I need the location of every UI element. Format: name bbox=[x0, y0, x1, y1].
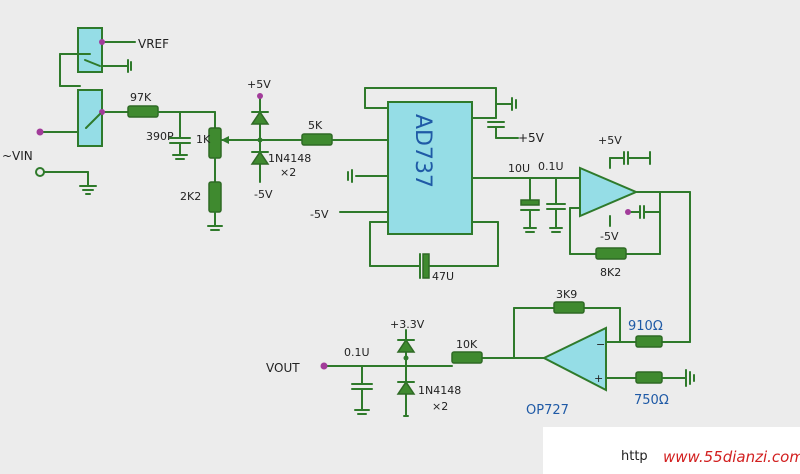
r-750-label: 750Ω bbox=[634, 393, 669, 408]
vref-pin bbox=[99, 39, 105, 45]
vref-trimmer bbox=[59, 27, 136, 87]
capacitor-01u-out bbox=[320, 362, 453, 415]
minus5v-top-label: -5V bbox=[254, 188, 273, 201]
potentiometer-1k bbox=[208, 127, 261, 183]
c-10u-label: 10U bbox=[508, 162, 530, 175]
buffer-opamp bbox=[569, 151, 691, 255]
diode-out-label: 1N4148 bbox=[418, 384, 461, 397]
input-pin bbox=[36, 128, 44, 136]
r-910-label: 910Ω bbox=[628, 319, 663, 334]
output-clamp-diodes bbox=[396, 329, 416, 417]
vref-label: VREF bbox=[138, 37, 169, 51]
ad737-chip: AD737 bbox=[387, 101, 473, 235]
r-3k9-label: 3K9 bbox=[556, 288, 577, 301]
resistor-3k9 bbox=[553, 301, 585, 314]
minus5v-opamp-label: -5V bbox=[600, 230, 619, 243]
c-47u-label: 47U bbox=[432, 270, 454, 283]
vout-label: VOUT bbox=[266, 361, 300, 375]
capacitor-390p bbox=[169, 111, 191, 160]
ad737-wiring bbox=[339, 87, 581, 267]
capacitor-10u bbox=[520, 177, 540, 233]
svg-text:+: + bbox=[594, 372, 603, 385]
resistor-2k2 bbox=[207, 181, 223, 231]
site-watermark: http www.55dianzi.com bbox=[543, 427, 800, 474]
r-2k2-label: 2K2 bbox=[180, 190, 201, 203]
vin-label: ~VIN bbox=[2, 149, 33, 163]
capacitor-47u bbox=[419, 253, 430, 279]
resistor-750 bbox=[635, 369, 695, 387]
r-10k-label: 10K bbox=[456, 338, 478, 351]
plus5v-opamp-label: +5V bbox=[598, 134, 622, 147]
resistor-8k2 bbox=[595, 247, 627, 260]
resistor-10k bbox=[451, 351, 483, 364]
input-clamp-diodes bbox=[250, 93, 303, 183]
op727-amp: − + bbox=[481, 307, 637, 392]
chip-label: AD737 bbox=[410, 114, 435, 188]
r-5k-label: 5K bbox=[308, 119, 323, 132]
diode-in-x2-label: ×2 bbox=[280, 166, 296, 179]
r-8k2-label: 8K2 bbox=[600, 266, 621, 279]
c-390p-label: 390P bbox=[146, 130, 174, 143]
watermark-protocol: http bbox=[621, 449, 648, 464]
input-trimmer bbox=[36, 89, 129, 147]
vin-source bbox=[35, 167, 97, 195]
plus5v-top-label: +5V bbox=[247, 78, 271, 91]
diode-in-label: 1N4148 bbox=[268, 152, 311, 165]
r-1k-label: 1K bbox=[196, 133, 211, 146]
opamp-label: OP727 bbox=[526, 403, 569, 418]
c-01u-mid-label: 0.1U bbox=[538, 160, 564, 173]
c-01u-out-label: 0.1U bbox=[344, 346, 370, 359]
minus5v-chip-label: -5V bbox=[310, 208, 329, 221]
watermark-site: www.55dianzi.com bbox=[663, 448, 800, 466]
resistor-5k bbox=[301, 133, 389, 146]
r-97k-label: 97K bbox=[130, 91, 152, 104]
diode-out-x2-label: ×2 bbox=[432, 400, 448, 413]
vout-pin bbox=[320, 362, 328, 370]
svg-text:−: − bbox=[596, 338, 605, 351]
capacitor-01u-mid bbox=[546, 177, 566, 233]
resistor-910 bbox=[635, 335, 663, 348]
plus5v-chip-label: +5V bbox=[518, 131, 545, 145]
plus33v-label: +3.3V bbox=[390, 318, 425, 331]
resistor-97k bbox=[127, 105, 216, 129]
